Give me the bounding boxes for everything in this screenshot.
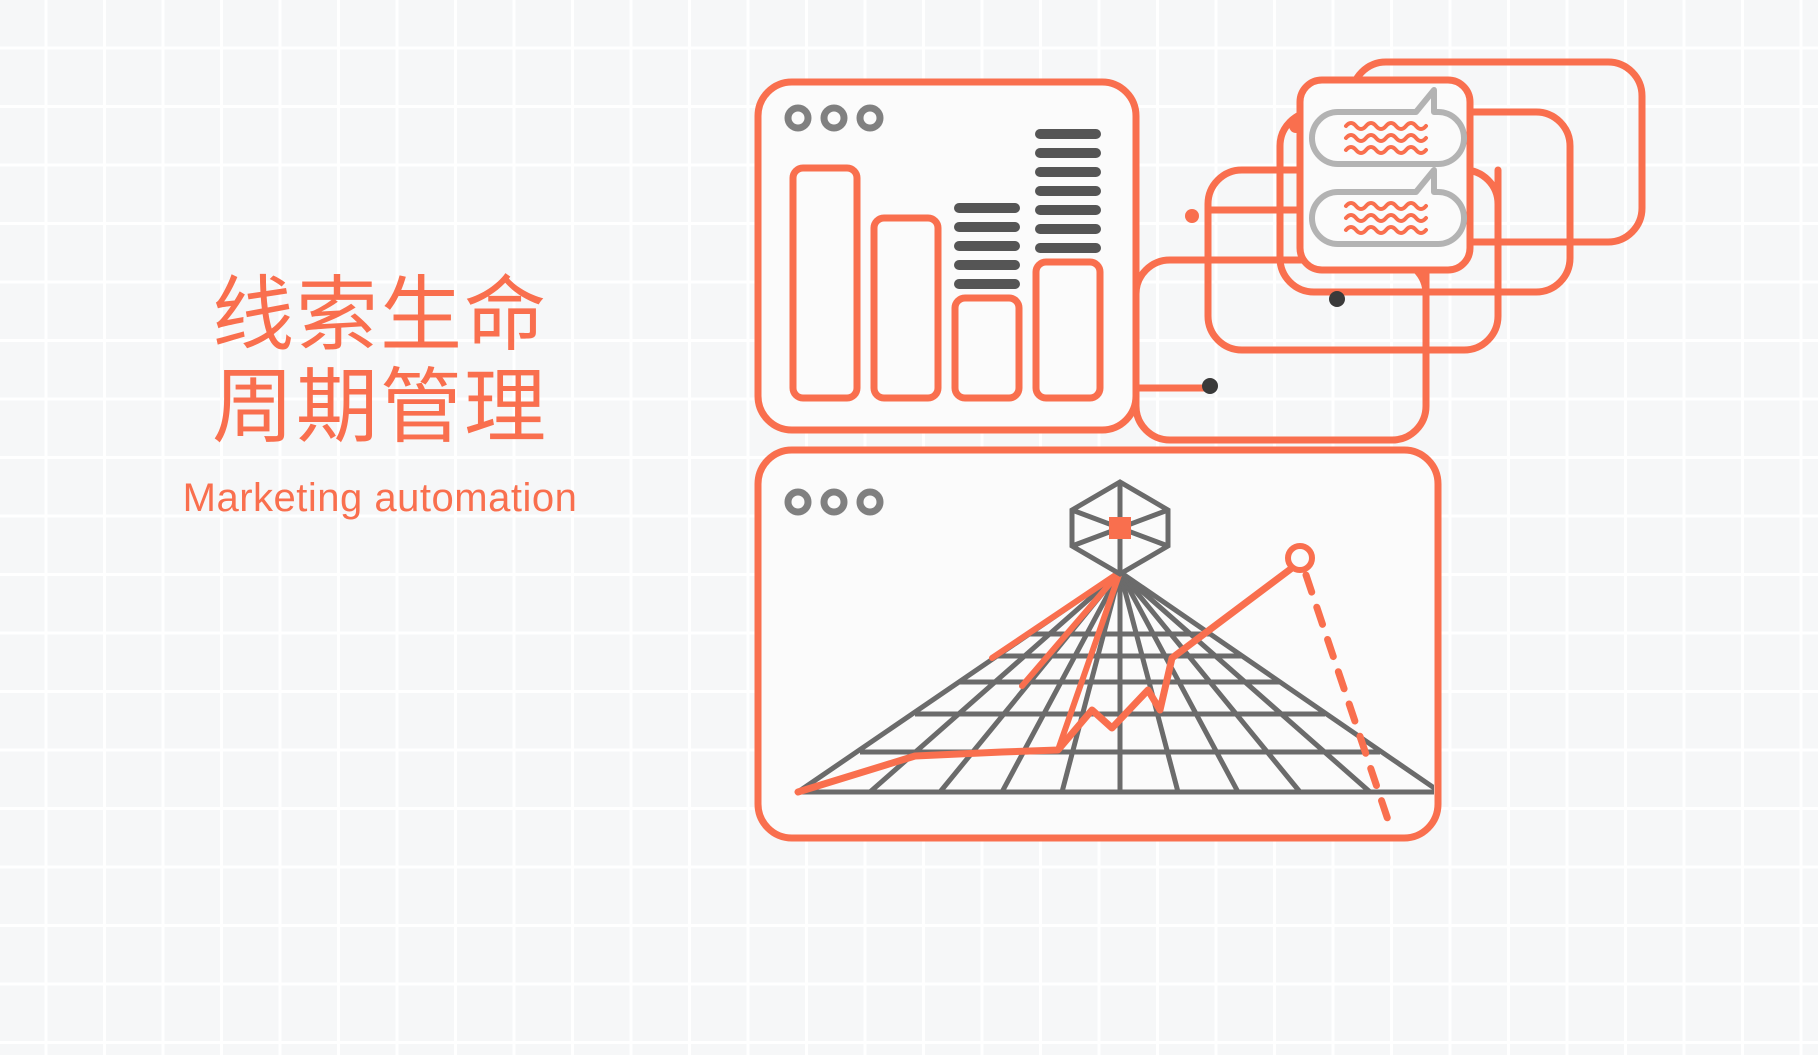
traffic-light-dot-6[interactable] xyxy=(856,488,884,516)
hero-text-block: 线索生命 周期管理 Marketing automation xyxy=(0,270,760,521)
highlight-rays xyxy=(989,569,1123,753)
artwork-illustration xyxy=(740,50,1780,870)
chat-bubble-1 xyxy=(1309,87,1467,167)
bar-4-segments xyxy=(1035,129,1101,253)
chat-bubble-2-text-lines xyxy=(1344,201,1428,235)
bar-2 xyxy=(870,214,942,402)
endpoint-dot-dark-2 xyxy=(1202,378,1218,394)
bar-chart-bars xyxy=(789,164,1104,402)
headline-line-2: 周期管理 xyxy=(211,361,548,453)
chat-bubble-2 xyxy=(1309,167,1467,247)
chat-bubble-1-text-lines xyxy=(1344,121,1428,155)
traffic-light-dot-2[interactable] xyxy=(820,104,848,132)
projection-dashed-line xyxy=(1302,571,1392,824)
bar-4 xyxy=(1032,258,1104,402)
page-title: 线索生命 周期管理 xyxy=(0,270,760,454)
headline-line-1: 线索生命 xyxy=(211,270,548,361)
bar-1 xyxy=(789,164,861,402)
perspective-traffic-lights xyxy=(784,488,884,516)
bar-3 xyxy=(951,294,1023,402)
hexagon-node xyxy=(1069,479,1171,577)
data-line xyxy=(794,558,1304,796)
endpoint-dot-orange-1 xyxy=(1185,209,1199,223)
data-endpoint-marker xyxy=(1285,543,1315,573)
page-subtitle: Marketing automation xyxy=(182,475,578,520)
perspective-rows xyxy=(798,631,1434,795)
traffic-light-dot-3[interactable] xyxy=(856,104,884,132)
endpoint-dot-dark-1 xyxy=(1329,291,1345,307)
bar-chart-traffic-lights xyxy=(784,104,884,132)
traffic-light-dot-4[interactable] xyxy=(784,488,812,516)
traffic-light-dot-5[interactable] xyxy=(820,488,848,516)
perspective-grid-window xyxy=(754,446,1442,842)
hexagon-center-marker xyxy=(1109,517,1131,539)
bar-chart-window xyxy=(754,78,1140,434)
bar-3-segments xyxy=(954,203,1020,289)
chat-bubbles-card xyxy=(1296,76,1474,274)
traffic-light-dot-1[interactable] xyxy=(784,104,812,132)
